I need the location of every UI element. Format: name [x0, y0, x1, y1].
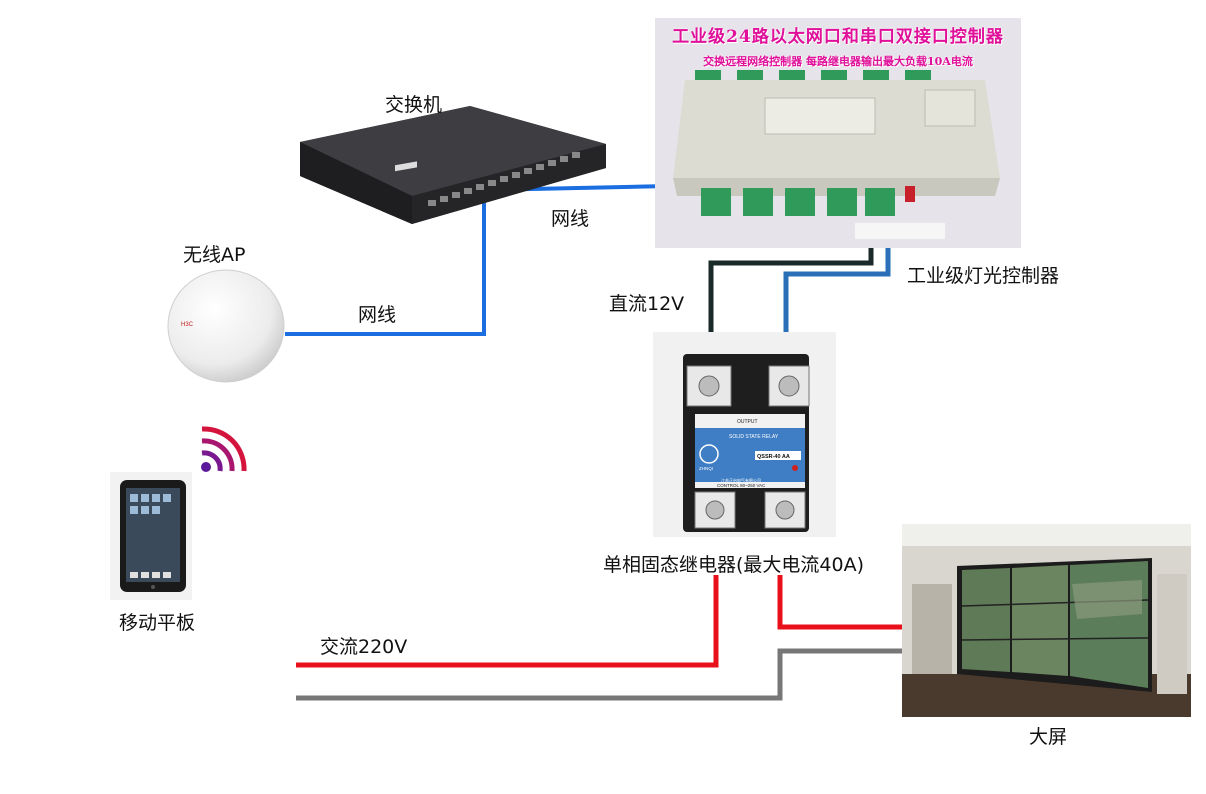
controller-banner-title: 工业级24路以太网口和串口双接口控制器 — [672, 27, 1004, 47]
ac220v-label: 交流220V — [320, 636, 408, 658]
wireless-ap-label: 无线AP — [183, 244, 246, 266]
wireless-ap: H3C — [165, 266, 287, 384]
network-cable-label-ap: 网线 — [358, 304, 397, 326]
ac-wire-red-live — [296, 575, 719, 668]
screen-label: 大屏 — [1029, 726, 1068, 748]
switch-label: 交换机 — [385, 94, 443, 116]
tablet-device — [110, 472, 192, 600]
solid-state-relay: OUTPUT SOLID STATE RELAY QSSR-40 AA ZHNQ… — [653, 332, 836, 537]
controller-banner-subtitle: 交换远程网络控制器 每路继电器输出最大负载10A电流 — [703, 55, 973, 68]
light-controller-label: 工业级灯光控制器 — [907, 265, 1060, 287]
network-cable-label-top: 网线 — [551, 208, 590, 230]
ac-wire-gray-neutral — [296, 648, 902, 701]
dc12v-label: 直流12V — [609, 293, 685, 315]
tablet-label: 移动平板 — [119, 612, 196, 634]
relay-model-text: QSSR-40 AA — [757, 454, 790, 460]
relay-name-text: SOLID STATE RELAY — [729, 434, 779, 440]
light-controller — [655, 18, 1021, 248]
controller-banner: 工业级24路以太网口和串口双接口控制器 交换远程网络控制器 每路继电器输出最大负… — [655, 18, 1021, 78]
wifi-icon — [198, 425, 250, 475]
network-cable-ap-switch — [285, 190, 486, 336]
relay-header-text: OUTPUT — [737, 419, 758, 425]
big-screen — [902, 524, 1191, 717]
network-switch — [300, 104, 606, 226]
ac-wire-red-load — [777, 575, 902, 630]
relay-label: 单相固态继电器(最大电流40A) — [603, 554, 865, 576]
relay-control-text: CONTROL 80~250 VAC — [717, 483, 766, 488]
relay-brand-text: ZHNQI — [699, 466, 713, 471]
relay-maker-text: 江苏正启电气有限公司 — [721, 477, 761, 483]
ap-brand-text: H3C — [181, 322, 194, 328]
